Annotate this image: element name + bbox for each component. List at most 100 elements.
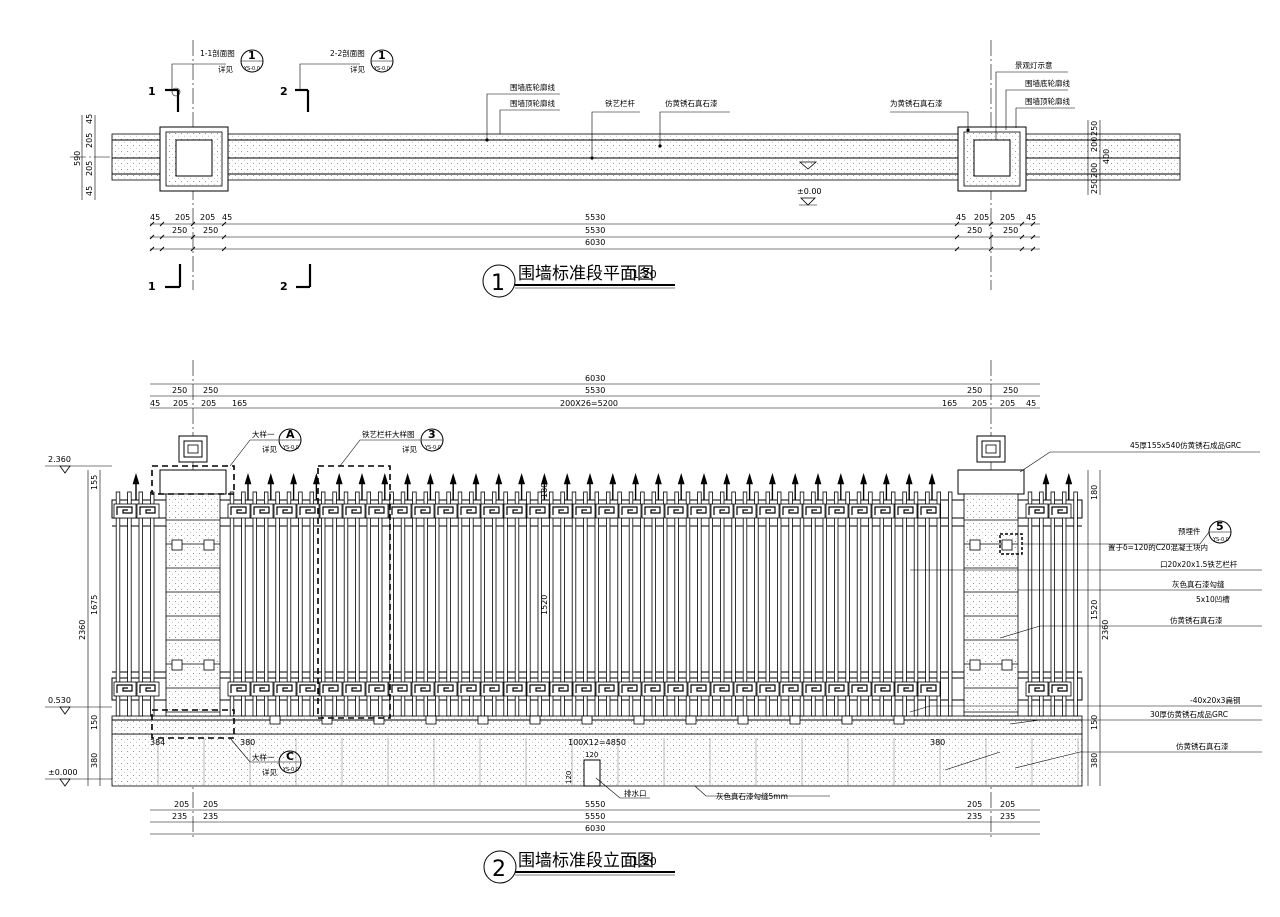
greek-key [529,506,546,515]
elev-drain: 120 120 排水口 [565,751,650,799]
spear-tip [905,472,913,485]
plan-dim-1-3: 45 [222,213,232,222]
greek-key [575,506,592,515]
level-mid: 0.530 [48,696,71,705]
embed-sheet: YS-0.0 [1212,537,1229,543]
greek-key [621,684,638,693]
callout-right-base: 围墙底轮廓线 [1025,78,1070,88]
fence-picket [252,491,257,717]
spear-tip [426,472,434,485]
callout-drain: 排水口 [624,788,647,798]
greek-key [598,684,615,693]
plan-left-dim-1: 205 [85,133,94,148]
cap-sheet: YS-0.0 [282,445,299,451]
elev-bottom-1-2: 5550 [585,800,605,809]
base-dim-1: 380 [240,738,255,747]
plan-level-mark: ±0.00 [797,161,822,206]
section-marker-2: 2 2 1 YS-0.0 2-2剖面图 详见 [280,48,394,293]
spear-tip [244,472,252,485]
greek-key [736,684,753,693]
fence-picket [606,491,611,717]
section-marker-1-num-bottom: 1 [148,280,156,293]
callout-stone-paint: 仿黄锈石真石漆 [665,98,718,108]
elev-inner-dim-1: 180 [540,483,549,498]
spear-tip [837,472,845,485]
elev-bottom-2-3: 235 [967,812,982,821]
greek-key [116,506,133,515]
elevation-title-block: 2 围墙标准段立面图 1:20 [483,850,675,884]
fence-picket [332,491,337,717]
greek-key [667,684,684,693]
greek-key [322,506,339,515]
greek-key [391,506,408,515]
fence-picket [936,491,941,717]
elev-bottom-1-3: 205 [967,800,982,809]
callout-base-note: 详见 [262,767,277,777]
greek-key [345,506,362,515]
elev-top-1-2: 5530 [585,386,605,395]
plan-dim-2-2: 5530 [585,226,605,235]
callout-steel: -40x20x3扁钢 [1190,695,1240,705]
greek-key [139,684,156,693]
spear-tip [677,472,685,485]
greek-key [529,684,546,693]
plan-dim-total: 6030 [585,238,605,247]
elev-left-dim-2: 2360 [78,620,87,640]
index-ref-1: 1 [248,49,256,62]
plan-dim-1-2: 205 [200,213,215,222]
elev-bottom-2-0: 235 [172,812,187,821]
greek-key [345,684,362,693]
callout-tube: 口20x20x1.5铁艺栏杆 [1160,559,1238,569]
greek-key [644,506,661,515]
plan-dim-1-0: 45 [150,213,160,222]
greek-key [713,684,730,693]
elev-top-2-6: 205 [972,399,987,408]
fence-picket [834,491,839,717]
greek-key [851,684,868,693]
greek-key [552,684,569,693]
greek-key [506,506,523,515]
callout-joint: 灰色真石漆勾缝 [1172,579,1225,589]
spear-tip [518,472,526,485]
elev-top-2-3: 165 [232,399,247,408]
spear-tip [814,472,822,485]
fence-picket [651,491,656,717]
spear-tip [882,472,890,485]
detail-box-cap [151,465,235,495]
fence-picket [560,491,565,717]
embed-ref: 5 [1216,520,1224,533]
plan-right-dim-1: 200 [1090,137,1099,152]
greek-key [805,506,822,515]
plan-dim-2-1: 250 [203,226,218,235]
fence-picket [902,491,907,717]
fence-picket [127,491,132,717]
fence-picket [811,491,816,717]
fence-picket [241,491,246,717]
elevation-title: 围墙标准段立面图 [518,851,654,871]
elev-bottom-1-0: 205 [174,800,189,809]
fence-picket [1073,491,1078,717]
plan-dim-1-1: 205 [175,213,190,222]
callout-base-paint: 仿黄锈石真石漆 [1176,741,1229,751]
base-dim-3: 100X12=4850 [568,738,626,747]
fence-picket [708,491,713,717]
callout-embed: 预埋件 [1178,526,1201,536]
plan-right-dim-0: 250 [1090,121,1099,136]
plan-callouts: 围墙底轮廓线 围墙顶轮廓线 铁艺栏杆 仿黄锈石真石漆 为黄锈石真石漆 景观灯示意… [485,60,1075,160]
spear-tip [860,472,868,485]
greek-key [506,684,523,693]
greek-key [621,506,638,515]
plan-view: 1 1 1 YS-0.0 1-1剖面图 详见 2 2 1 YS-0.0 2-2 [70,40,1181,298]
plan-dim-1-5: 45 [956,213,966,222]
fence-picket [868,491,873,717]
section-note-2: 详见 [350,64,365,74]
fence-picket [913,491,919,717]
plan-dim-1-7: 205 [1000,213,1015,222]
fence-picket [298,491,303,717]
greek-key [437,506,454,515]
plan-pier-left [159,126,229,192]
elev-top-2-7: 205 [1000,399,1015,408]
spear-tip [540,472,548,485]
fence-picket [229,491,235,717]
elev-bottom-2-2: 5550 [585,812,605,821]
